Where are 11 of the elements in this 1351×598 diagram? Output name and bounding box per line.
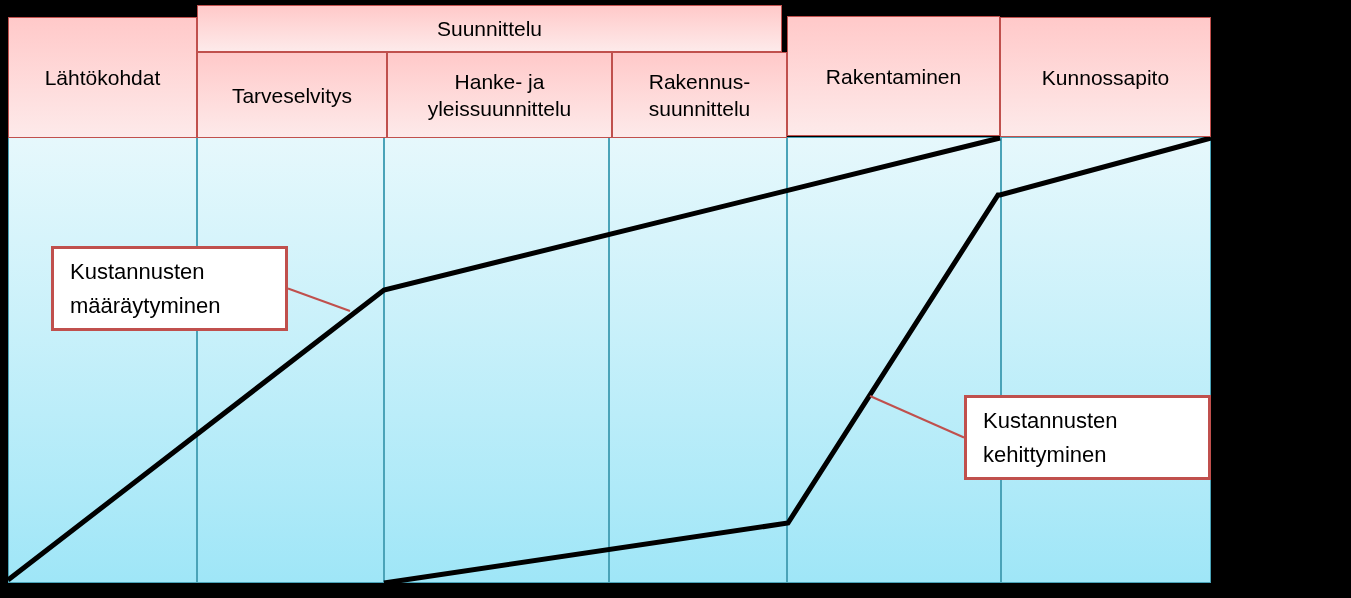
phase-header: Suunnittelu: [197, 5, 782, 52]
phase-header: Lähtökohdat: [8, 17, 197, 138]
phase-header: Rakennus-suunnittelu: [612, 52, 787, 138]
phase-header: Rakentaminen: [787, 16, 1000, 136]
phase-header: Tarveselvitys: [197, 52, 387, 138]
leader-line: [287, 287, 351, 312]
phase-header: Kunnossapito: [1000, 17, 1211, 137]
callout-box: Kustannusten kehittyminen: [964, 395, 1211, 480]
phase-header: Hanke- ja yleissuunnittelu: [387, 52, 612, 138]
callout-box: Kustannusten määräytyminen: [51, 246, 288, 331]
leader-line: [869, 395, 965, 439]
